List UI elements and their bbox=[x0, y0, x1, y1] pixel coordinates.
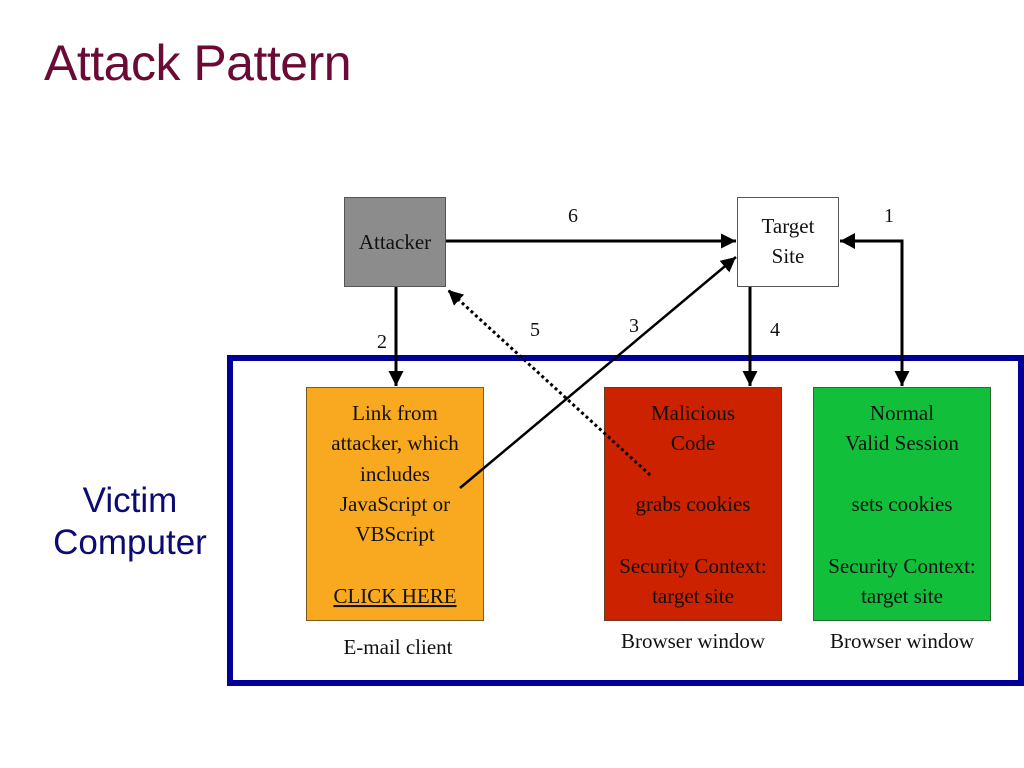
normal-session-node: Normal Valid Session sets cookies Securi… bbox=[813, 387, 991, 653]
victim-computer-frame bbox=[227, 355, 1024, 686]
malicious-line-2: Code bbox=[671, 431, 715, 455]
email-line-5: VBScript bbox=[355, 522, 435, 546]
malicious-code-node: Malicious Code grabs cookies Security Co… bbox=[604, 387, 782, 653]
step-label-3: 3 bbox=[629, 315, 639, 337]
step-label-5: 5 bbox=[530, 319, 540, 341]
email-box bbox=[306, 387, 484, 621]
victim-computer-label: Victim Computer bbox=[30, 480, 230, 564]
email-line-1: Link from bbox=[352, 401, 438, 425]
target-site-node: Target Site bbox=[737, 197, 839, 287]
email-line-2: attacker, which bbox=[331, 431, 459, 455]
victim-label-line-2: Computer bbox=[53, 523, 207, 562]
arrow-step-1 bbox=[840, 239, 910, 386]
malicious-context-line-1: Security Context: bbox=[619, 554, 767, 578]
email-line-4: JavaScript or bbox=[340, 492, 450, 516]
normal-box bbox=[813, 387, 991, 621]
normal-context-line-2: target site bbox=[861, 584, 943, 608]
normal-action: sets cookies bbox=[852, 492, 953, 516]
normal-line-2: Valid Session bbox=[845, 431, 959, 455]
step-label-2: 2 bbox=[377, 331, 387, 353]
normal-caption: Browser window bbox=[830, 629, 975, 653]
malicious-line-1: Malicious bbox=[651, 401, 735, 425]
attacker-node: Attacker bbox=[344, 197, 446, 287]
target-site-label-line-1: Target bbox=[762, 214, 815, 238]
target-site-label-line-2: Site bbox=[772, 244, 805, 268]
malicious-action: grabs cookies bbox=[636, 492, 751, 516]
malicious-context-line-2: target site bbox=[652, 584, 734, 608]
page-title: Attack Pattern bbox=[44, 35, 352, 91]
victim-label-line-1: Victim bbox=[82, 481, 178, 520]
arrow-step-1-head bbox=[840, 233, 855, 249]
attacker-label: Attacker bbox=[359, 230, 431, 254]
step-label-6: 6 bbox=[568, 205, 578, 227]
normal-line-1: Normal bbox=[870, 401, 934, 425]
arrow-step-3 bbox=[459, 256, 737, 489]
step-label-4: 4 bbox=[770, 319, 780, 341]
email-client-node: Link from attacker, which includes JavaS… bbox=[306, 387, 484, 659]
email-client-caption: E-mail client bbox=[343, 635, 452, 659]
click-here-link[interactable]: CLICK HERE bbox=[333, 584, 456, 608]
normal-context-line-1: Security Context: bbox=[828, 554, 976, 578]
arrow-step-5 bbox=[446, 288, 652, 477]
attacker-box bbox=[344, 197, 446, 287]
malicious-caption: Browser window bbox=[621, 629, 766, 653]
malicious-box bbox=[604, 387, 782, 621]
step-label-1: 1 bbox=[884, 205, 894, 227]
email-line-3: includes bbox=[360, 462, 430, 486]
target-site-box bbox=[737, 197, 839, 287]
